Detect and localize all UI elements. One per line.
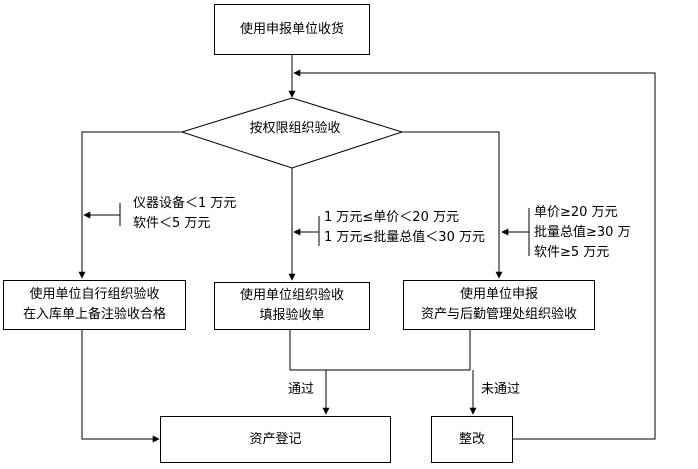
node-decision-label: 按权限组织验收 bbox=[249, 121, 341, 136]
node-receive: 使用申报单位收货 bbox=[214, 4, 370, 55]
condition-right: 单价≥20 万元 批量总值≥30 万 软件≥5 万元 bbox=[534, 203, 631, 263]
edge-decision-to-dept bbox=[402, 131, 503, 279]
edge-label-fail: 未通过 bbox=[481, 382, 521, 397]
edge-rectify-loop bbox=[293, 69, 656, 440]
node-unit-accept: 使用单位组织验收 填报验收单 bbox=[214, 282, 370, 330]
node-self-accept: 使用单位自行组织验收 在入库单上备注验收合格 bbox=[3, 280, 186, 330]
node-dept-accept: 使用单位申报 资产与后勤管理处组织验收 bbox=[403, 280, 595, 330]
condition-right-line1: 单价≥20 万元 bbox=[534, 205, 618, 220]
condition-left-line2: 软件＜5 万元 bbox=[133, 216, 211, 231]
node-dept-accept-line2: 资产与后勤管理处组织验收 bbox=[420, 307, 577, 322]
node-receive-label: 使用申报单位收货 bbox=[239, 21, 344, 37]
condition-left: 仪器设备＜1 万元 软件＜5 万元 bbox=[133, 194, 236, 234]
edge-label-pass: 通过 bbox=[288, 382, 315, 397]
node-unit-accept-line2: 填报验收单 bbox=[259, 308, 325, 323]
edge-self-to-register bbox=[81, 328, 160, 443]
node-rectify-label: 整改 bbox=[458, 431, 485, 447]
node-rectify: 整改 bbox=[431, 416, 513, 463]
condition-middle: 1 万元≤单价＜20 万元 1 万元≤批量总值＜30 万元 bbox=[324, 208, 485, 248]
condition-right-line3: 软件≥5 万元 bbox=[534, 245, 610, 260]
node-self-accept-line1: 使用单位自行组织验收 bbox=[29, 287, 160, 302]
node-register-label: 资产登记 bbox=[249, 431, 302, 447]
node-register: 资产登记 bbox=[160, 416, 391, 463]
node-dept-accept-line1: 使用单位申报 bbox=[459, 287, 538, 302]
edge-decision-to-self bbox=[78, 131, 182, 279]
condition-middle-line2: 1 万元≤批量总值＜30 万元 bbox=[324, 230, 485, 245]
node-unit-accept-line1: 使用单位组织验收 bbox=[239, 288, 344, 303]
condition-right-line2: 批量总值≥30 万 bbox=[534, 225, 631, 240]
condition-middle-line1: 1 万元≤单价＜20 万元 bbox=[324, 210, 459, 225]
node-self-accept-line2: 在入库单上备注验收合格 bbox=[22, 307, 166, 322]
condition-left-line1: 仪器设备＜1 万元 bbox=[133, 196, 237, 211]
